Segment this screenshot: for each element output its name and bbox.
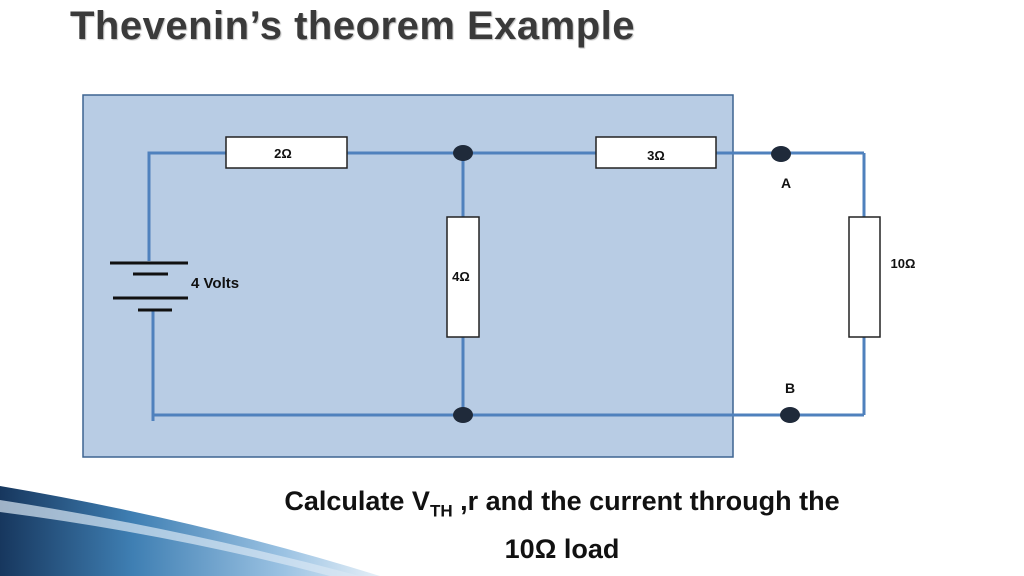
corner-swoosh-decoration xyxy=(0,486,380,576)
question-prefix: Calculate V xyxy=(284,486,430,516)
question-subscript: TH xyxy=(429,501,453,521)
battery-symbol xyxy=(110,261,188,312)
label-2-ohm: 2Ω xyxy=(274,146,292,161)
label-3-ohm: 3Ω xyxy=(647,148,665,163)
node-top-junction xyxy=(453,145,473,161)
question-text: Calculate VTH ,r and the current through… xyxy=(250,482,874,568)
label-terminal-a: A xyxy=(781,175,791,191)
label-10-ohm: 10Ω xyxy=(891,256,916,271)
top-wire xyxy=(147,151,226,261)
resistor-10-ohm-load xyxy=(848,216,881,338)
resistor-2-ohm xyxy=(225,136,348,169)
node-terminal-b xyxy=(780,407,800,423)
bottom-wire xyxy=(151,311,864,421)
node-bottom-junction xyxy=(453,407,473,423)
corner-swoosh-highlight xyxy=(0,500,360,576)
label-terminal-b: B xyxy=(785,380,795,396)
node-terminal-a xyxy=(771,146,791,162)
question-suffix: ,r and the current through the xyxy=(452,486,840,516)
resistor-4-ohm xyxy=(446,216,480,338)
label-4-ohm: 4Ω xyxy=(452,269,470,284)
slide-title: Thevenin’s theorem Example xyxy=(70,4,636,48)
nodes xyxy=(453,145,800,423)
resistor-3-ohm xyxy=(595,136,717,169)
question-line-2: 10Ω load xyxy=(504,534,620,565)
question-line-1: Calculate VTH ,r and the current through… xyxy=(250,482,874,530)
label-source-voltage: 4 Volts xyxy=(191,275,239,292)
